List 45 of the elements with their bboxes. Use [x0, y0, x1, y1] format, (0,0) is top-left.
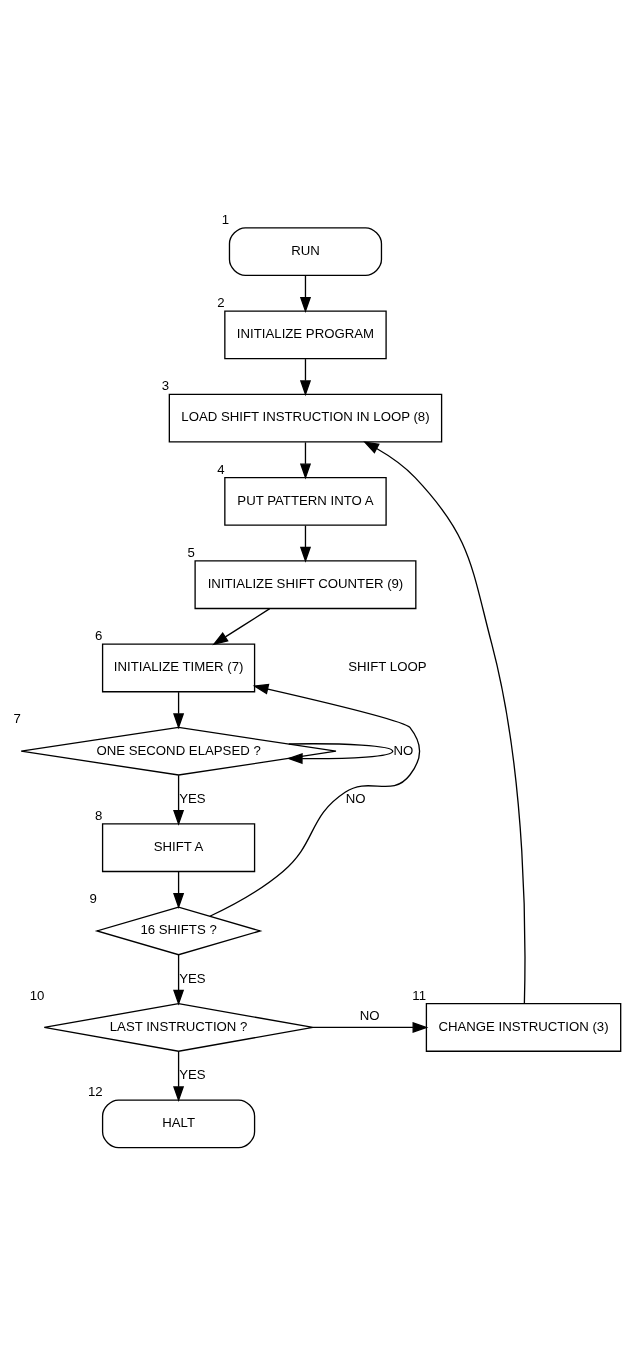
- node-box: SHIFT A: [101, 823, 256, 873]
- node-box: CHANGE INSTRUCTION (3): [425, 1003, 622, 1052]
- arrow: [299, 275, 312, 313]
- node-box: INITIALIZE SHIFT COUNTER (9): [194, 560, 417, 610]
- arrow: [173, 1050, 185, 1103]
- arrow: [173, 774, 185, 826]
- edge-label: NO: [345, 790, 366, 806]
- node-label: 11: [412, 987, 426, 1003]
- node-label: 6: [94, 628, 103, 644]
- edge-label: NO: [359, 1007, 380, 1023]
- node-label: 8: [94, 807, 103, 823]
- node-label: 12: [87, 1084, 103, 1100]
- arrow: [312, 1021, 429, 1033]
- node-box: HALT: [101, 1099, 256, 1149]
- node-label: 4: [217, 461, 225, 477]
- arrow: [212, 608, 271, 646]
- node-box: PUT PATTERN INTO A: [224, 476, 387, 526]
- node-box: RUN: [228, 227, 383, 277]
- label: SHIFT LOOP: [348, 659, 427, 675]
- node-label: 5: [187, 544, 195, 560]
- node-box: INITIALIZE PROGRAM: [224, 310, 387, 360]
- arrow: [363, 441, 526, 1004]
- edge-label: YES: [179, 970, 206, 986]
- node-box: INITIALIZE TIMER (7): [101, 643, 256, 693]
- edge-label: YES: [179, 1066, 206, 1082]
- arrow: [209, 683, 421, 917]
- node-box: LOAD SHIFT INSTRUCTION IN LOOP (8): [168, 393, 443, 443]
- arrow: [173, 691, 185, 730]
- node-label: 1: [221, 211, 230, 227]
- arrow: [299, 441, 312, 480]
- node-diamond: ONE SECOND ELAPSED ?: [20, 726, 337, 776]
- arrow: [299, 358, 311, 397]
- arrow: [299, 524, 311, 563]
- arrow: [173, 954, 185, 1006]
- edge-label: NO: [393, 742, 414, 758]
- node-label: 2: [217, 295, 225, 311]
- node-label: 10: [29, 987, 45, 1003]
- node-label: 9: [89, 891, 97, 907]
- node-diamond: LAST INSTRUCTION ?: [43, 1002, 314, 1052]
- node-label: 7: [13, 711, 21, 727]
- node-diamond: 16 SHIFTS ?: [94, 906, 263, 956]
- node-label: 3: [161, 378, 170, 394]
- arrow: [173, 871, 185, 909]
- edge-label: YES: [179, 790, 206, 806]
- arrow: [286, 743, 394, 765]
